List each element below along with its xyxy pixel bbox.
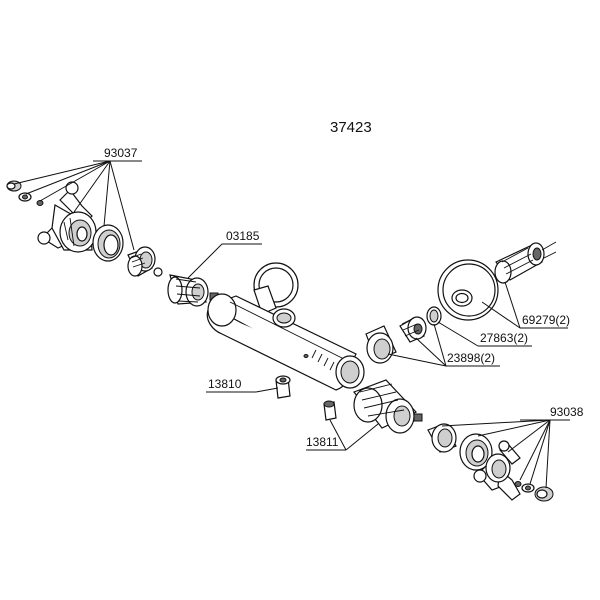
leader-lines xyxy=(13,160,570,489)
label-69279: 69279(2) xyxy=(522,313,570,327)
right-nut-part xyxy=(365,325,397,364)
right-adaptor-part xyxy=(427,423,457,453)
right-washer-small-part xyxy=(514,481,522,487)
label-93037: 93037 xyxy=(104,146,138,160)
label-23898: 23898(2) xyxy=(447,351,495,365)
left-cross-handle-part xyxy=(37,181,97,253)
left-screw-part xyxy=(18,192,32,202)
model-number: 37423 xyxy=(330,119,372,136)
right-cap-part xyxy=(534,486,554,502)
label-13810: 13810 xyxy=(208,377,242,391)
right-cross-handle-part xyxy=(473,440,521,501)
left-small-washer-part xyxy=(153,267,163,277)
right-handle-assembly xyxy=(427,423,554,502)
label-27863: 27863(2) xyxy=(480,331,528,345)
right-screw-part xyxy=(521,483,535,493)
left-cartridge-part xyxy=(167,274,219,307)
left-washer-part xyxy=(36,200,44,206)
left-adaptor-part xyxy=(127,246,156,277)
label-03185: 03185 xyxy=(226,229,260,243)
left-handle-assembly xyxy=(6,180,163,277)
right-thread-part xyxy=(399,316,427,343)
right-wall-flange-part xyxy=(437,259,499,321)
eccentric-fitting-part xyxy=(494,241,557,284)
label-93038: 93038 xyxy=(550,405,584,419)
part-13811 xyxy=(323,400,337,421)
left-ring-part xyxy=(92,224,124,262)
right-ring-part xyxy=(459,433,493,471)
label-13811: 13811 xyxy=(306,435,339,449)
part-13810 xyxy=(275,375,291,399)
valve-body-part xyxy=(206,262,365,391)
right-cartridge-part xyxy=(353,379,423,434)
